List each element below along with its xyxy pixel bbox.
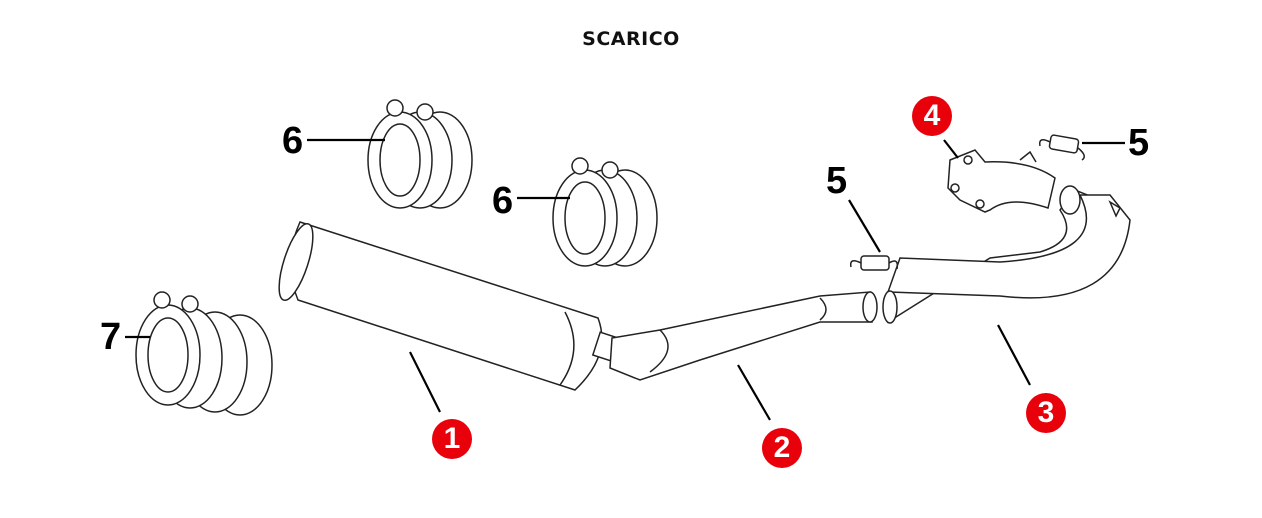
leader-lines bbox=[125, 138, 1125, 421]
callout-header-pipe-badge: 3 bbox=[1026, 393, 1066, 433]
callout-clamp-upper: 6 bbox=[282, 120, 304, 162]
callout-muffler-badge: 1 bbox=[432, 419, 472, 459]
callout-spring-mid: 5 bbox=[826, 160, 848, 202]
clamp-lower bbox=[135, 291, 273, 416]
header-pipe bbox=[882, 185, 1131, 324]
clamp-mid bbox=[552, 157, 658, 267]
mid-pipe bbox=[609, 291, 878, 381]
clamp-upper bbox=[367, 99, 473, 209]
callout-flange-badge: 4 bbox=[912, 96, 952, 136]
callout-mid-pipe-badge: 2 bbox=[762, 428, 802, 468]
callout-clamp-mid: 6 bbox=[492, 180, 514, 222]
callout-clamp-lower: 7 bbox=[100, 316, 122, 358]
flange bbox=[947, 149, 1056, 213]
callout-spring-upper: 5 bbox=[1128, 122, 1150, 164]
spring-upper bbox=[1038, 134, 1085, 161]
spring-mid bbox=[849, 255, 899, 271]
diagram-title: SCARICO bbox=[582, 28, 680, 50]
